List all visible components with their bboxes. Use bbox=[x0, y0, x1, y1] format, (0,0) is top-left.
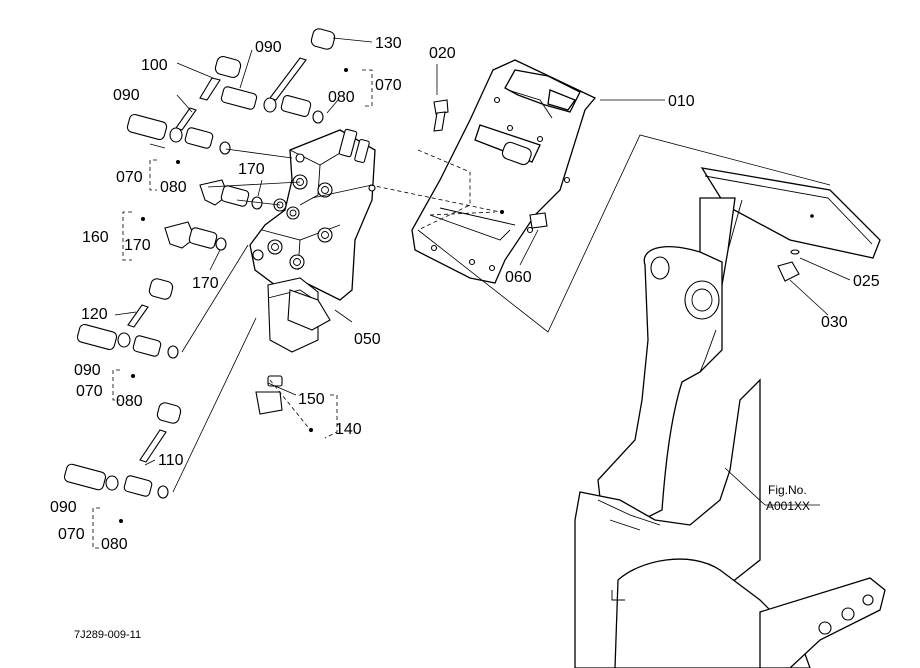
drawing-code: 7J289-009-11 bbox=[74, 629, 141, 641]
callout-080: 080 bbox=[101, 536, 128, 553]
figure-number-label: Fig.No. bbox=[768, 483, 807, 497]
fittings-middle bbox=[141, 179, 263, 251]
callout-090: 090 bbox=[74, 362, 101, 379]
control-valve bbox=[249, 128, 376, 353]
callout-030: 030 bbox=[821, 314, 848, 331]
callout-120: 120 bbox=[81, 306, 108, 323]
mounting-plate bbox=[411, 59, 831, 333]
callout-170: 170 bbox=[238, 161, 265, 178]
callout-050: 050 bbox=[354, 331, 381, 348]
loader-frame bbox=[574, 167, 886, 668]
callout-160: 160 bbox=[82, 229, 109, 246]
callout-110: 110 bbox=[158, 452, 184, 469]
callout-170: 170 bbox=[124, 237, 151, 254]
callout-070: 070 bbox=[116, 169, 143, 186]
callout-070: 070 bbox=[58, 526, 85, 543]
callout-090: 090 bbox=[50, 499, 77, 516]
bolt-020 bbox=[433, 99, 449, 132]
callout-130: 130 bbox=[375, 35, 402, 52]
nut-060 bbox=[500, 210, 548, 229]
callout-080: 080 bbox=[160, 179, 187, 196]
callout-170: 170 bbox=[192, 275, 219, 292]
callout-100: 100 bbox=[141, 57, 168, 74]
callout-010: 010 bbox=[668, 93, 695, 110]
brackets bbox=[92, 69, 373, 549]
callout-060: 060 bbox=[505, 269, 532, 286]
callout-020: 020 bbox=[429, 45, 456, 62]
callout-140: 140 bbox=[335, 421, 362, 438]
callout-070: 070 bbox=[375, 77, 402, 94]
fittings-lower bbox=[63, 402, 182, 523]
callout-025: 025 bbox=[853, 273, 880, 290]
figure-number: A001XX bbox=[766, 499, 810, 513]
callout-080: 080 bbox=[328, 89, 355, 106]
fittings-lower-middle bbox=[76, 278, 179, 378]
callout-150: 150 bbox=[298, 391, 325, 408]
callout-090: 090 bbox=[255, 39, 282, 56]
callout-090: 090 bbox=[113, 87, 140, 104]
fittings-upper bbox=[126, 28, 348, 164]
relief-fitting bbox=[255, 375, 313, 432]
washer-025-nut-030 bbox=[777, 214, 814, 282]
leader-lines bbox=[114, 37, 851, 506]
callout-080: 080 bbox=[116, 393, 143, 410]
callout-labels: 130 090 100 090 070 080 020 010 070 080 … bbox=[50, 35, 880, 553]
callout-070: 070 bbox=[76, 383, 103, 400]
